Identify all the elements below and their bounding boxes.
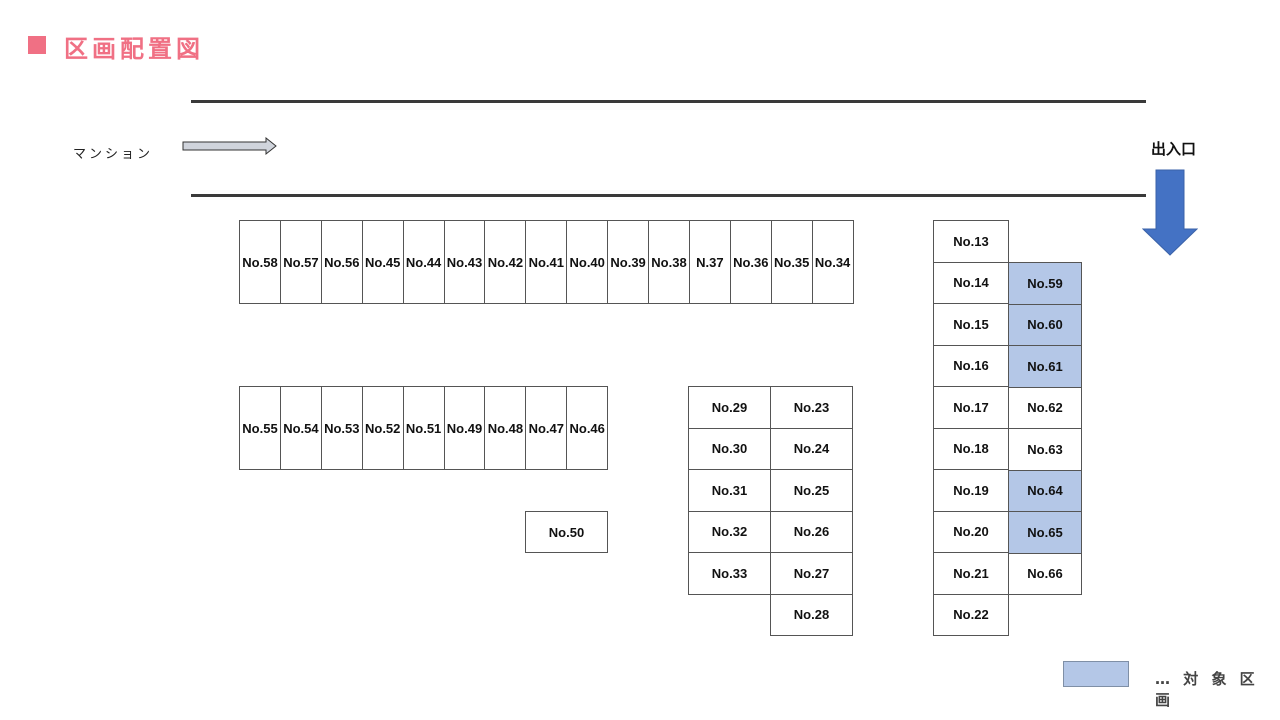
parking-lot: No.49 bbox=[443, 386, 486, 470]
parking-lot: No.34 bbox=[811, 220, 854, 304]
parking-lot: No.32 bbox=[688, 510, 771, 553]
parking-lot: No.55 bbox=[239, 386, 281, 470]
parking-lot: No.60 bbox=[1008, 303, 1082, 346]
parking-lot: No.18 bbox=[933, 427, 1009, 470]
mansion-label: マンション bbox=[73, 147, 154, 162]
parking-lot: No.59 bbox=[1008, 262, 1082, 305]
legend-swatch bbox=[1063, 661, 1129, 687]
parking-lot: N.37 bbox=[688, 220, 731, 304]
parking-lot: No.62 bbox=[1008, 386, 1082, 429]
parking-lot: No.15 bbox=[933, 303, 1009, 346]
page-title: 区画配置図 bbox=[64, 35, 204, 63]
parking-lot: No.20 bbox=[933, 510, 1009, 553]
parking-lot: No.22 bbox=[933, 593, 1009, 636]
parking-lot: No.19 bbox=[933, 469, 1009, 512]
parking-lot: No.64 bbox=[1008, 469, 1082, 512]
road-line-bottom bbox=[191, 194, 1146, 197]
parking-lot: No.48 bbox=[484, 386, 527, 470]
parking-lot: No.29 bbox=[688, 386, 771, 429]
parking-lot: No.51 bbox=[402, 386, 445, 470]
parking-lot: No.41 bbox=[525, 220, 568, 304]
title-marker bbox=[28, 36, 46, 54]
parking-lot: No.63 bbox=[1008, 428, 1082, 471]
road-line-top bbox=[191, 100, 1146, 103]
parking-lot: No.66 bbox=[1008, 552, 1082, 595]
parking-lot: No.42 bbox=[484, 220, 527, 304]
parking-lot: No.46 bbox=[566, 386, 609, 470]
parking-lot: No.43 bbox=[443, 220, 486, 304]
right-arrow-icon bbox=[182, 137, 277, 156]
legend-label: … 対 象 区 画 bbox=[1155, 670, 1259, 709]
parking-lot: No.39 bbox=[607, 220, 650, 304]
parking-lot: No.31 bbox=[688, 469, 771, 512]
parking-lot: No.44 bbox=[402, 220, 445, 304]
parking-lot: No.14 bbox=[933, 261, 1009, 304]
parking-lot: No.47 bbox=[525, 386, 568, 470]
entrance-label: 出入口 bbox=[1151, 140, 1197, 158]
parking-lot: No.56 bbox=[320, 220, 363, 304]
parking-lot: No.23 bbox=[770, 386, 853, 429]
parking-lot: No.57 bbox=[279, 220, 322, 304]
down-arrow-icon bbox=[1142, 169, 1198, 256]
parking-lot: No.13 bbox=[933, 220, 1009, 263]
parking-lot: No.16 bbox=[933, 344, 1009, 387]
parking-lot: No.25 bbox=[770, 469, 853, 512]
parking-lot: No.38 bbox=[648, 220, 690, 304]
parking-lot: No.58 bbox=[239, 220, 281, 304]
parking-lot: No.52 bbox=[361, 386, 404, 470]
parking-lot: No.28 bbox=[770, 593, 853, 636]
parking-lot: No.54 bbox=[279, 386, 322, 470]
parking-lot: No.17 bbox=[933, 386, 1009, 429]
parking-lot: No.40 bbox=[566, 220, 609, 304]
parking-lot: No.30 bbox=[688, 427, 771, 470]
parking-lot: No.50 bbox=[525, 511, 608, 553]
parking-lot: No.45 bbox=[361, 220, 404, 304]
parking-lot: No.24 bbox=[770, 427, 853, 470]
parking-lot: No.53 bbox=[320, 386, 363, 470]
parking-lot: No.65 bbox=[1008, 511, 1082, 554]
parking-lot: No.27 bbox=[770, 552, 853, 595]
parking-lot: No.35 bbox=[770, 220, 813, 304]
parking-lot: No.21 bbox=[933, 552, 1009, 595]
parking-lot: No.33 bbox=[688, 552, 771, 595]
parking-lot: No.61 bbox=[1008, 345, 1082, 388]
parking-lot: No.26 bbox=[770, 510, 853, 553]
parking-lot: No.36 bbox=[729, 220, 772, 304]
